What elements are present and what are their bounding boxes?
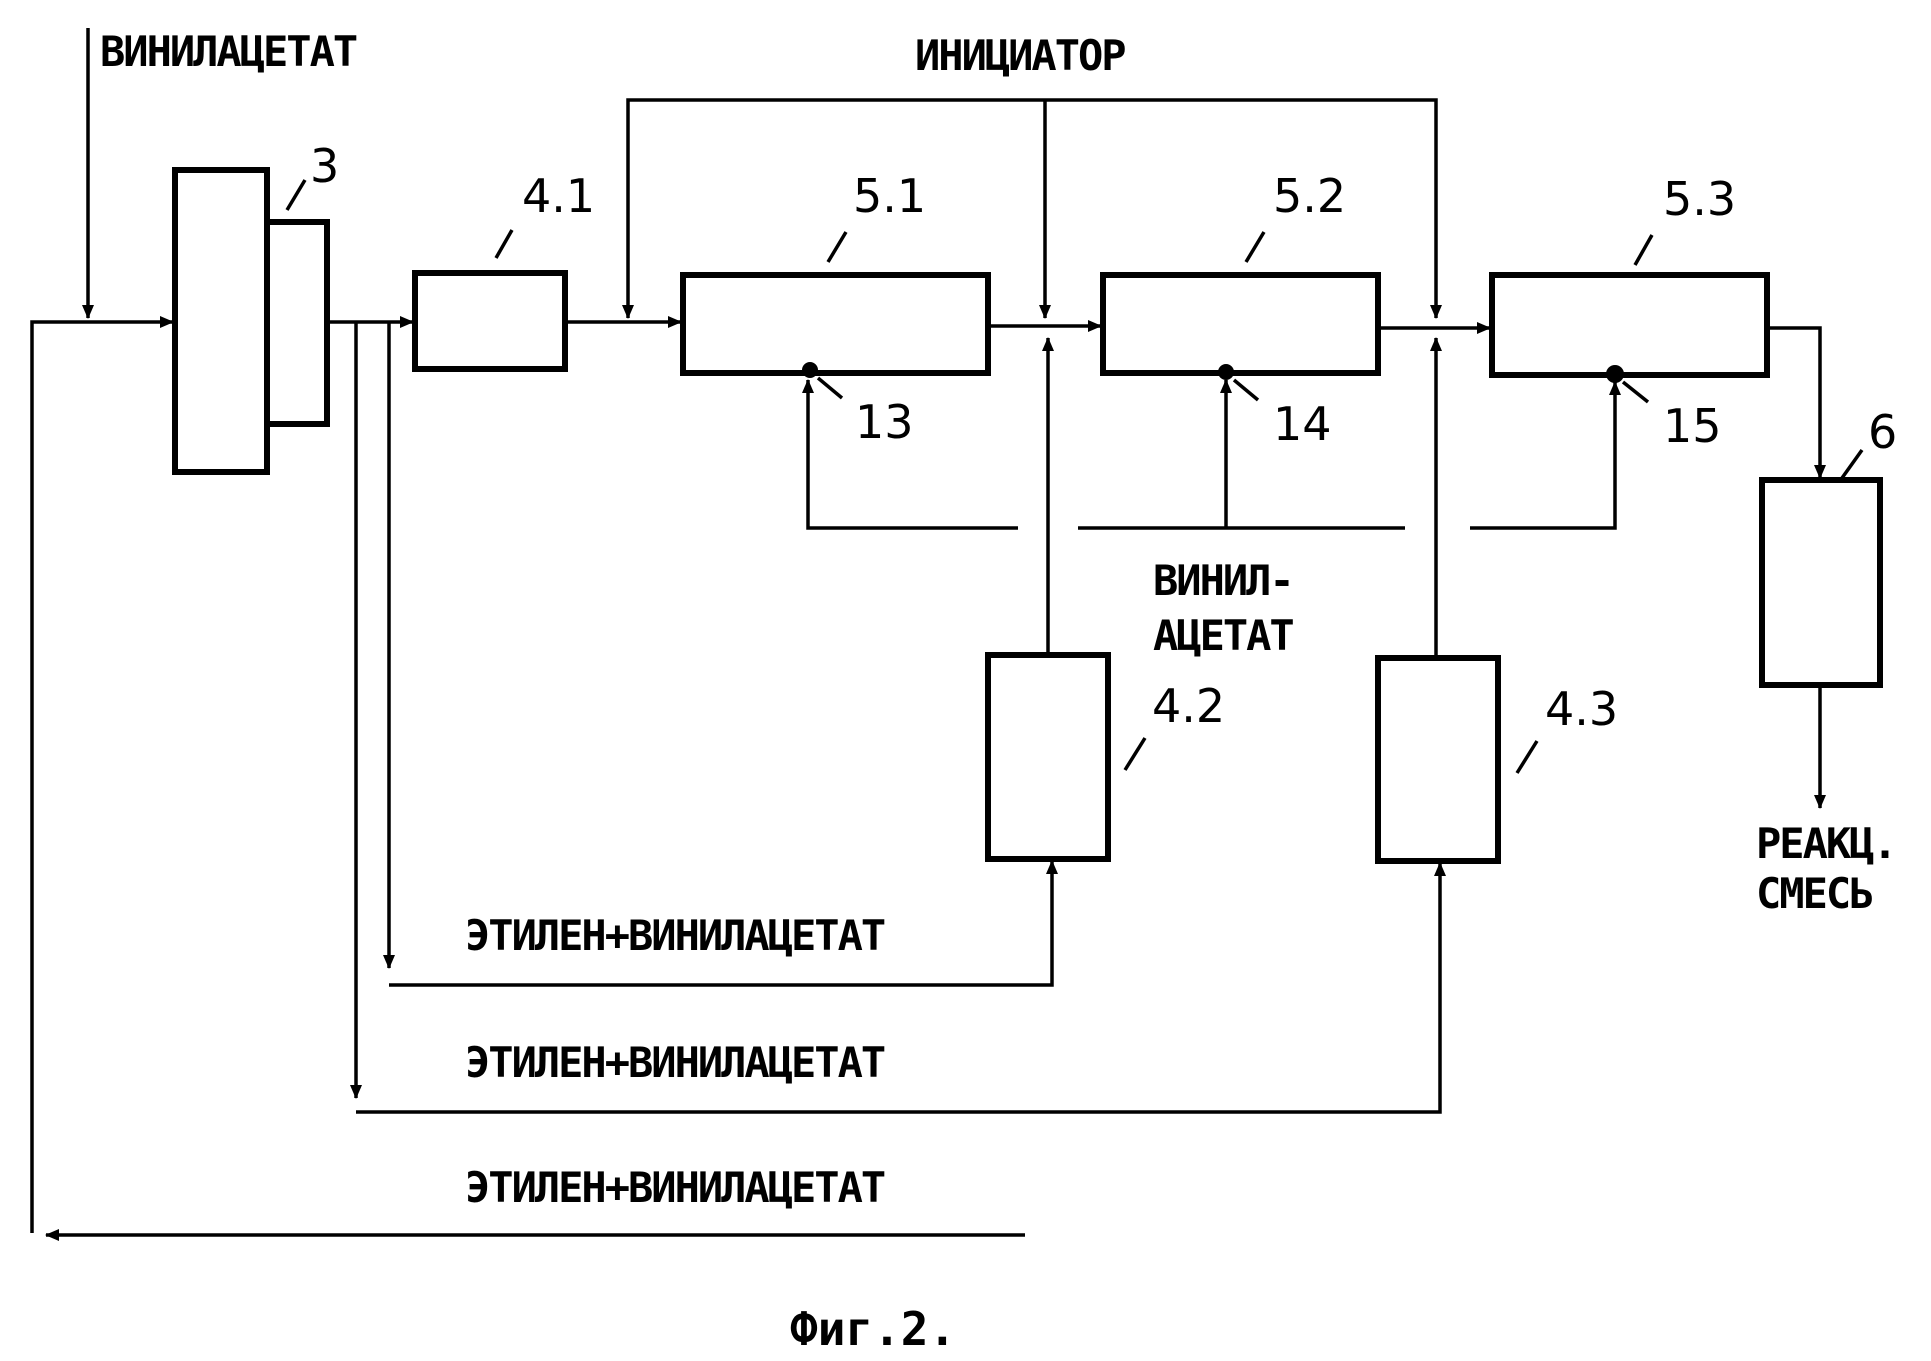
initiator-line-left — [628, 100, 1045, 318]
label-vinyl-side-1: ВИНИЛ- — [1153, 556, 1293, 605]
num-5-1: 5.1 — [853, 169, 926, 223]
label-ethylene-va-1: ЭТИЛЕН+ВИНИЛАЦЕТАТ — [465, 911, 885, 960]
label-reaction-mix-2: СМЕСЬ — [1756, 869, 1872, 918]
label-ethylene-va-2: ЭТИЛЕН+ВИНИЛАЦЕТАТ — [465, 1038, 885, 1087]
unit-3-main — [175, 170, 267, 472]
leader-51 — [828, 232, 846, 262]
num-15: 15 — [1663, 399, 1722, 453]
num-3: 3 — [310, 139, 339, 193]
figure-caption: Фиг.2. — [790, 1302, 956, 1356]
label-ethylene-va-3: ЭТИЛЕН+ВИНИЛАЦЕТАТ — [465, 1163, 885, 1212]
leader-53 — [1635, 235, 1652, 265]
unit-6 — [1762, 480, 1880, 685]
reactor-5-3 — [1492, 275, 1767, 375]
leader-42 — [1125, 738, 1145, 770]
label-initiator: ИНИЦИАТОР — [915, 31, 1125, 80]
num-4-1: 4.1 — [522, 169, 595, 223]
leader-52 — [1246, 232, 1264, 262]
num-13: 13 — [855, 395, 914, 449]
num-5-2: 5.2 — [1273, 169, 1346, 223]
leader-43 — [1517, 741, 1537, 773]
leader-15 — [1623, 382, 1648, 402]
num-4-3: 4.3 — [1545, 682, 1618, 736]
label-vinyl-acetate-feed: ВИНИЛАЦЕТАТ — [100, 27, 357, 76]
flow-53-to-6 — [1767, 328, 1820, 478]
num-4-2: 4.2 — [1152, 679, 1225, 733]
injection-point-14 — [1218, 364, 1234, 380]
num-14: 14 — [1273, 397, 1332, 451]
leader-3 — [287, 180, 305, 210]
num-6: 6 — [1868, 405, 1897, 459]
reactor-5-2 — [1103, 275, 1378, 373]
recycle-inlet-line — [32, 322, 173, 1233]
unit-4-1 — [415, 273, 565, 369]
unit-3-side — [267, 222, 327, 424]
injection-point-15 — [1606, 365, 1624, 383]
label-vinyl-side-2: АЦЕТАТ — [1153, 611, 1293, 660]
va-side-line-15 — [1470, 382, 1615, 528]
injection-point-13 — [802, 362, 818, 378]
reactor-5-1 — [683, 275, 988, 373]
label-reaction-mix-1: РЕАКЦ. — [1756, 819, 1896, 868]
leader-41 — [496, 230, 512, 258]
unit-4-2 — [988, 655, 1108, 859]
num-5-3: 5.3 — [1663, 172, 1736, 226]
leader-13 — [818, 378, 842, 398]
leader-6 — [1842, 450, 1862, 478]
unit-4-3 — [1378, 658, 1498, 861]
leader-14 — [1234, 380, 1258, 400]
